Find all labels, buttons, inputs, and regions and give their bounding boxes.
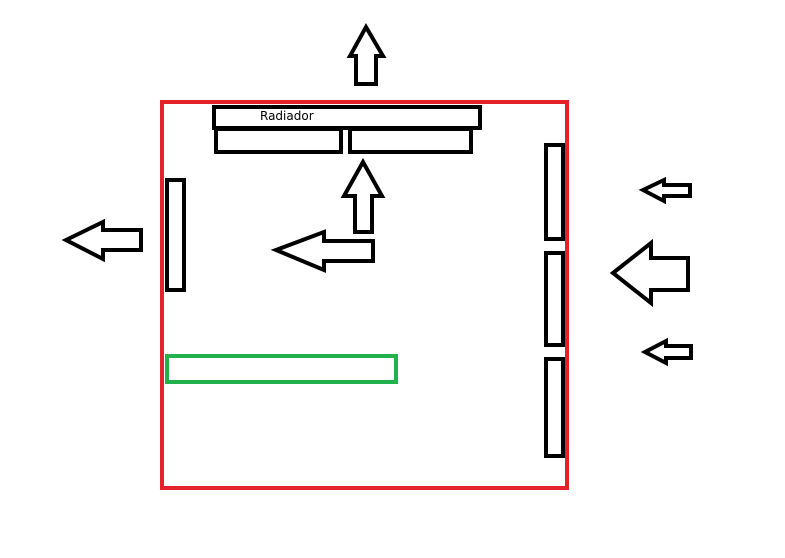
green-box xyxy=(165,354,398,384)
arrow-left-outside-icon xyxy=(61,218,143,263)
arrow-left-right-top-icon xyxy=(638,176,692,205)
left-window xyxy=(165,178,186,292)
radiator: Radiador xyxy=(212,105,482,154)
arrow-left-right-large-icon xyxy=(609,238,690,308)
radiator-left-panel xyxy=(214,127,343,154)
arrow-up-outside-icon xyxy=(346,22,387,86)
right-window-bottom xyxy=(544,357,565,458)
radiator-right-panel xyxy=(348,127,473,154)
radiator-label: Radiador xyxy=(260,109,314,123)
arrow-left-inside-icon xyxy=(270,229,375,273)
right-window-top xyxy=(544,143,565,241)
arrow-left-right-bottom-icon xyxy=(640,337,693,367)
arrow-up-inside-icon xyxy=(340,157,386,234)
right-window-middle xyxy=(544,251,565,347)
radiator-top-bar xyxy=(212,105,482,130)
room-border xyxy=(160,100,569,490)
